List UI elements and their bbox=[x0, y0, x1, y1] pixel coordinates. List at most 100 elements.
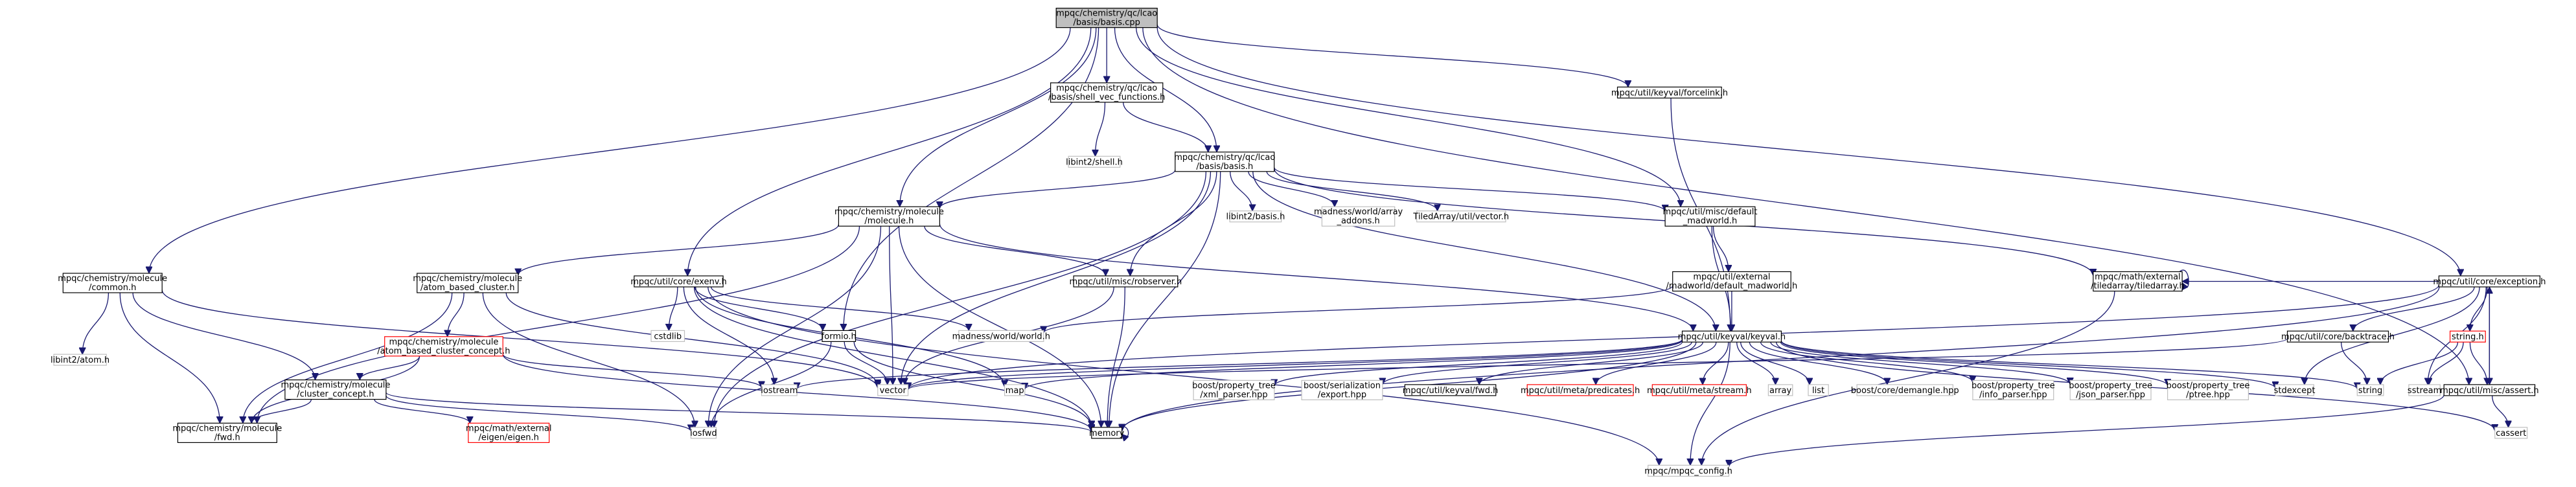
node-box bbox=[1229, 210, 1282, 223]
node-root[interactable]: mpqc/chemistry/qc/lcao/basis/basis.cpp bbox=[1055, 8, 1158, 28]
node-shell_vec[interactable]: mpqc/chemistry/qc/lcao/basis/shell_vec_f… bbox=[1048, 82, 1165, 103]
node-label: boost/property_tree bbox=[2167, 381, 2250, 391]
edge-atom_cluster-to-iosfwd bbox=[482, 292, 695, 427]
node-sstream: sstream bbox=[2408, 384, 2441, 396]
node-label: mpqc/math/external bbox=[466, 424, 552, 433]
node-tiledarray_h[interactable]: mpqc/math/external/tiledarray/tiledarray… bbox=[2091, 271, 2185, 292]
node-label: cstdlib bbox=[654, 332, 682, 341]
node-mad_array: madness/world/array_addons.h bbox=[1314, 206, 1403, 227]
node-formio[interactable]: formio.h bbox=[822, 330, 857, 342]
node-box bbox=[1004, 384, 1026, 396]
node-box bbox=[1193, 379, 1275, 401]
node-box bbox=[2450, 330, 2486, 343]
node-forcelink[interactable]: mpqc/util/keyval/forcelink.h bbox=[1611, 86, 1728, 98]
node-mad_world: madness/world/world.h bbox=[952, 330, 1050, 342]
edge-exenv_h-to-cstdlib bbox=[669, 286, 678, 330]
edge-basis_h-to-memory bbox=[1109, 171, 1221, 427]
node-box bbox=[1091, 427, 1123, 439]
node-label: libint2/atom.h bbox=[51, 356, 109, 365]
node-box bbox=[1301, 379, 1383, 401]
node-box bbox=[1767, 384, 1793, 396]
node-box bbox=[2408, 384, 2441, 396]
edge-memory-to-memory bbox=[1119, 425, 1129, 437]
node-label: boost/property_tree bbox=[1192, 381, 1276, 391]
node-label: mpqc/chemistry/qc/lcao bbox=[1056, 9, 1157, 19]
node-vector: vector bbox=[877, 384, 909, 396]
node-eigen_h: mpqc/math/external/eigen/eigen.h bbox=[466, 422, 552, 444]
node-box bbox=[53, 354, 107, 366]
node-basis_h[interactable]: mpqc/chemistry/qc/lcao/basis/basis.h bbox=[1174, 152, 1275, 172]
node-libint_shell: libint2/shell.h bbox=[1066, 155, 1123, 168]
edge-keyval_h-to-ptree bbox=[1780, 341, 2168, 386]
node-backtrace[interactable]: mpqc/util/core/backtrace.h bbox=[2281, 330, 2395, 343]
node-label: madness/world/array bbox=[1314, 207, 1403, 217]
node-box bbox=[2438, 275, 2540, 288]
node-assert_h[interactable]: mpqc/util/misc/assert.h bbox=[2440, 384, 2539, 396]
node-libint_atom: libint2/atom.h bbox=[51, 354, 109, 366]
node-exenv_h[interactable]: mpqc/util/core/exenv.h bbox=[630, 275, 727, 288]
edge-atom_cluster-to-mol_fwd bbox=[243, 292, 453, 423]
node-label: boost/property_tree bbox=[1972, 381, 2055, 391]
edge-string_h-to-sstream bbox=[2429, 342, 2464, 385]
node-box bbox=[1972, 379, 2054, 401]
node-label: memory bbox=[1089, 429, 1125, 438]
node-label: mpqc/chemistry/molecule bbox=[58, 274, 167, 284]
edge-exception_h-to-vector bbox=[908, 284, 2440, 389]
node-exception_h[interactable]: mpqc/util/core/exception.h bbox=[2433, 275, 2546, 288]
node-memory[interactable]: memory bbox=[1089, 427, 1125, 439]
node-label: /fwd.h bbox=[214, 433, 240, 442]
node-label: mpqc/util/core/exception.h bbox=[2433, 277, 2546, 287]
node-label: mpqc/chemistry/qc/lcao bbox=[1174, 153, 1275, 163]
edge-exception_h-to-backtrace bbox=[2353, 286, 2475, 332]
node-label: mpqc/chemistry/molecule bbox=[172, 424, 282, 433]
node-ser_export: boost/serialization/export.hpp bbox=[1301, 379, 1383, 401]
node-label: cassert bbox=[2496, 429, 2526, 438]
node-label: vector bbox=[880, 386, 907, 396]
edge-molecule_h-to-keyval_h bbox=[939, 223, 1693, 331]
node-keyval_fwd[interactable]: mpqc/util/keyval/fwd.h bbox=[1403, 384, 1499, 396]
node-robserver[interactable]: mpqc/util/misc/robserver.h bbox=[1069, 275, 1182, 288]
edge-formio-to-memory bbox=[853, 341, 1092, 427]
edge-keyval_h-to-ser_export bbox=[1383, 341, 1692, 385]
node-ext_madworld[interactable]: mpqc/util/external/madworld/default_madw… bbox=[1666, 271, 1798, 292]
node-common_h[interactable]: mpqc/chemistry/molecule/common.h bbox=[58, 273, 167, 293]
edge-molecule_h-to-memory bbox=[898, 226, 1101, 427]
node-default_mad[interactable]: mpqc/util/misc/default_madworld.h bbox=[1663, 206, 1758, 227]
node-cassert: cassert bbox=[2494, 427, 2528, 439]
edge-tiledarray_h-to-mpqc_config bbox=[1701, 291, 2115, 466]
node-xml_parser: boost/property_tree/xml_parser.hpp bbox=[1192, 379, 1276, 401]
node-label: mpqc/chemistry/molecule bbox=[281, 381, 390, 391]
node-label: iostream bbox=[761, 386, 798, 396]
node-molecule_h[interactable]: mpqc/chemistry/molecule/molecule.h bbox=[834, 206, 944, 227]
node-label: /basis/basis.cpp bbox=[1074, 18, 1140, 28]
node-box bbox=[1616, 86, 1722, 98]
node-box bbox=[284, 379, 387, 400]
edge-exenv_h-to-iostream bbox=[683, 286, 774, 385]
node-map: map bbox=[1004, 384, 1026, 396]
edge-keyval_h-to-info_parser bbox=[1760, 341, 1973, 383]
node-label: /atom_based_cluster_concept.h bbox=[377, 346, 510, 356]
node-label: /madworld/default_madworld.h bbox=[1666, 282, 1798, 291]
node-keyval_h[interactable]: mpqc/util/keyval/keyval.h bbox=[1678, 330, 1786, 343]
node-box bbox=[958, 330, 1044, 342]
edge-exception_h-to-memory bbox=[1122, 286, 2440, 431]
node-box bbox=[1808, 384, 1829, 396]
node-iosfwd: iosfwd bbox=[690, 427, 717, 439]
edge-ext_madworld-to-mad_world bbox=[1044, 285, 1673, 334]
node-label: _addons.h bbox=[1336, 216, 1379, 226]
edge-root-to-forcelink bbox=[1156, 24, 1628, 87]
node-cluster_concept[interactable]: mpqc/chemistry/molecule/cluster_concept.… bbox=[281, 379, 390, 400]
node-box bbox=[1416, 210, 1506, 223]
node-label: mpqc/util/core/backtrace.h bbox=[2281, 332, 2395, 342]
edge-keyval_h-to-iostream bbox=[797, 339, 1683, 390]
node-atom_cluster[interactable]: mpqc/chemistry/molecule/atom_based_clust… bbox=[413, 273, 522, 293]
edge-basis_h-to-vector bbox=[901, 171, 1212, 385]
node-box bbox=[1404, 384, 1497, 396]
node-label: boost/core/demangle.hpp bbox=[1851, 386, 1959, 396]
node-box bbox=[1050, 82, 1164, 103]
node-array: array bbox=[1767, 384, 1793, 396]
node-box bbox=[1055, 8, 1158, 28]
edge-atom_concept-to-cluster_concept bbox=[360, 356, 420, 380]
node-mol_fwd[interactable]: mpqc/chemistry/molecule/fwd.h bbox=[172, 422, 282, 444]
edge-root-to-basis_h bbox=[1114, 27, 1217, 152]
